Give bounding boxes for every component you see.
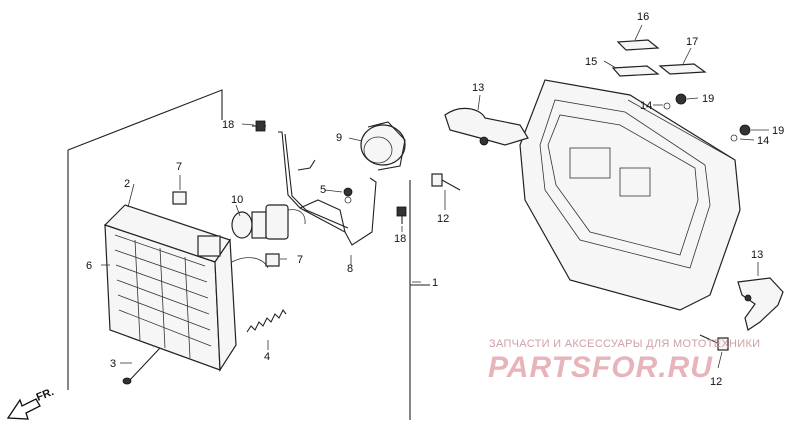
label-15: [611, 65, 660, 77]
callout-9: 9: [336, 132, 342, 144]
callout-1: 1: [432, 277, 438, 289]
callout-19-right: 19: [772, 125, 784, 137]
callout-13-left: 13: [472, 82, 484, 94]
callout-2: 2: [124, 178, 130, 190]
callout-8: 8: [347, 263, 353, 275]
callout-14-upper: 14: [640, 100, 652, 112]
front-arrow-icon: FR.: [6, 386, 56, 420]
callout-labels: 1 2 3 4 5 6 7 7 8 9 10 12 12 13 13 14 14…: [86, 11, 784, 388]
watermark-tagline: ЗАПЧАСТИ И АКСЕССУАРЫ ДЛЯ МОТОТЕХНИКИ: [489, 338, 761, 350]
headlight-unit: [103, 204, 269, 372]
callout-15: 15: [585, 56, 597, 68]
callout-14-right: 14: [757, 135, 769, 147]
front-indicator-label: FR.: [35, 386, 56, 404]
label-16: [616, 39, 660, 51]
bracket-left: [444, 107, 529, 146]
screw-upper: [252, 120, 266, 132]
cushion-upper: [172, 191, 187, 205]
leader-lines: [101, 24, 769, 369]
adjuster-ring: [360, 121, 406, 171]
cushion-lower: [265, 253, 280, 267]
callout-7-upper: 7: [176, 161, 182, 173]
callout-13-right: 13: [751, 249, 763, 261]
bolt-left: [431, 173, 461, 191]
nut-right: [730, 124, 751, 142]
callout-16: 16: [637, 11, 649, 23]
screw-right: [396, 206, 407, 224]
callout-12-left: 12: [437, 213, 449, 225]
label-17: [658, 63, 707, 75]
callout-17: 17: [686, 36, 698, 48]
watermark-brand: PARTSFOR.RU: [488, 351, 713, 384]
callout-18-upper: 18: [222, 119, 234, 131]
nut: [343, 187, 353, 197]
bolt-right: [699, 334, 729, 351]
callout-5: 5: [320, 184, 326, 196]
callout-10: 10: [231, 194, 243, 206]
callout-6: 6: [86, 260, 92, 272]
adjusting-screw: [122, 347, 161, 385]
callout-4: 4: [264, 351, 270, 363]
mounting-bracket: [278, 131, 377, 246]
nut-upper: [663, 93, 687, 110]
assembly-frame: [67, 89, 430, 420]
callout-18-right: 18: [394, 233, 406, 245]
callout-3: 3: [110, 358, 116, 370]
bracket-right: [737, 277, 784, 331]
callout-7-lower: 7: [297, 254, 303, 266]
callout-19-upper: 19: [702, 93, 714, 105]
callout-12-right: 12: [710, 376, 722, 388]
spring: [246, 308, 287, 333]
headlight-case: [519, 79, 741, 311]
bulb: [231, 204, 306, 240]
